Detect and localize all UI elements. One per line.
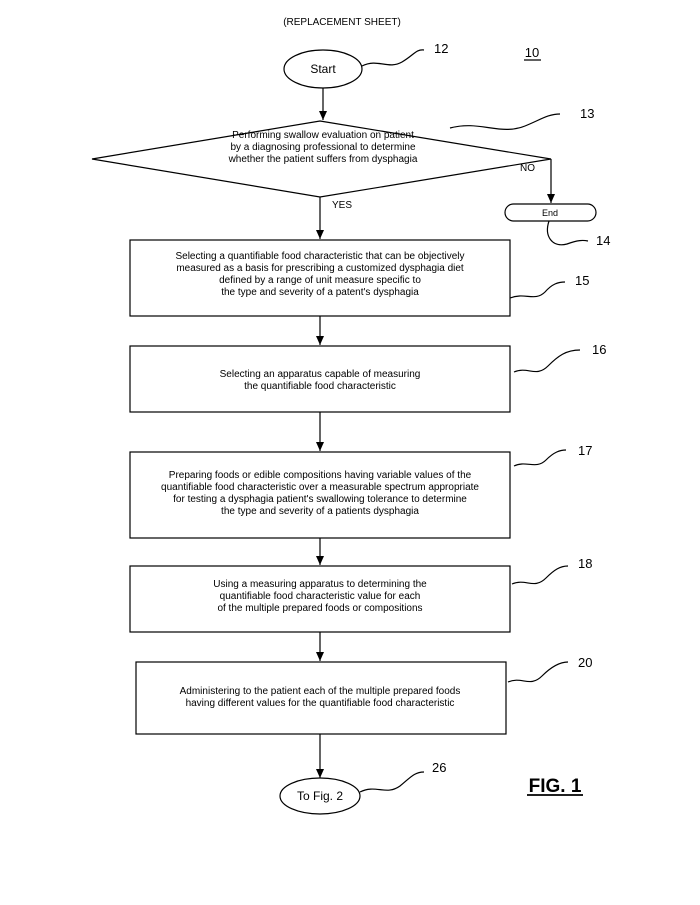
connector-label: To Fig. 2: [297, 789, 343, 803]
step-18-ref-leader: [512, 566, 568, 584]
step-17-line-1: Preparing foods or edible compositions h…: [169, 470, 472, 481]
step-17-ref-leader: [514, 450, 566, 466]
start-ref-number: 12: [434, 41, 448, 56]
end-ref-number: 14: [596, 233, 610, 248]
replacement-sheet-header: (REPLACEMENT SHEET): [283, 17, 401, 28]
step-16-line-2: the quantifiable food characteristic: [244, 381, 396, 392]
decision-ref-leader: [450, 114, 560, 129]
step-15-ref-number: 15: [575, 273, 589, 288]
decision-text-line-1: Performing swallow evaluation on patient: [232, 130, 414, 141]
connector-ref-leader: [360, 772, 424, 792]
start-label: Start: [310, 62, 336, 76]
step-15-line-3: defined by a range of unit measure speci…: [219, 275, 421, 286]
step-16-ref-number: 16: [592, 342, 606, 357]
no-branch-label: NO: [520, 163, 535, 174]
step-15-line-1: Selecting a quantifiable food characteri…: [175, 251, 464, 262]
step-15-line-4: the type and severity of a patent's dysp…: [221, 287, 419, 298]
step-18-ref-number: 18: [578, 556, 592, 571]
figure-label: FIG. 1: [529, 776, 582, 797]
step-17-ref-number: 17: [578, 443, 592, 458]
figure-ref-number: 10: [525, 45, 539, 60]
decision-ref-number: 13: [580, 106, 594, 121]
end-ref-leader: [548, 221, 588, 245]
step-15-ref-leader: [510, 282, 565, 298]
end-label: End: [542, 208, 558, 218]
yes-branch-label: YES: [332, 200, 352, 211]
step-20-ref-number: 20: [578, 655, 592, 670]
start-ref-leader: [362, 50, 424, 66]
connector-ref-number: 26: [432, 760, 446, 775]
decision-text-line-2: by a diagnosing professional to determin…: [230, 142, 416, 153]
step-18-line-1: Using a measuring apparatus to determini…: [213, 579, 427, 590]
step-20-line-2: having different values for the quantifi…: [186, 698, 455, 709]
step-17-line-3: for testing a dysphagia patient's swallo…: [173, 494, 467, 505]
step-16-line-1: Selecting an apparatus capable of measur…: [220, 369, 421, 380]
decision-text-line-3: whether the patient suffers from dysphag…: [228, 154, 418, 165]
step-17-line-2: quantifiable food characteristic over a …: [161, 482, 479, 493]
step-18-line-2: quantifiable food characteristic value f…: [220, 591, 421, 602]
step-20-ref-leader: [508, 662, 568, 682]
step-20-line-1: Administering to the patient each of the…: [180, 686, 461, 697]
step-16-ref-leader: [514, 350, 580, 372]
step-18-line-3: of the multiple prepared foods or compos…: [217, 603, 422, 614]
step-17-line-4: the type and severity of a patients dysp…: [221, 506, 419, 517]
step-15-line-2: measured as a basis for prescribing a cu…: [176, 263, 464, 274]
